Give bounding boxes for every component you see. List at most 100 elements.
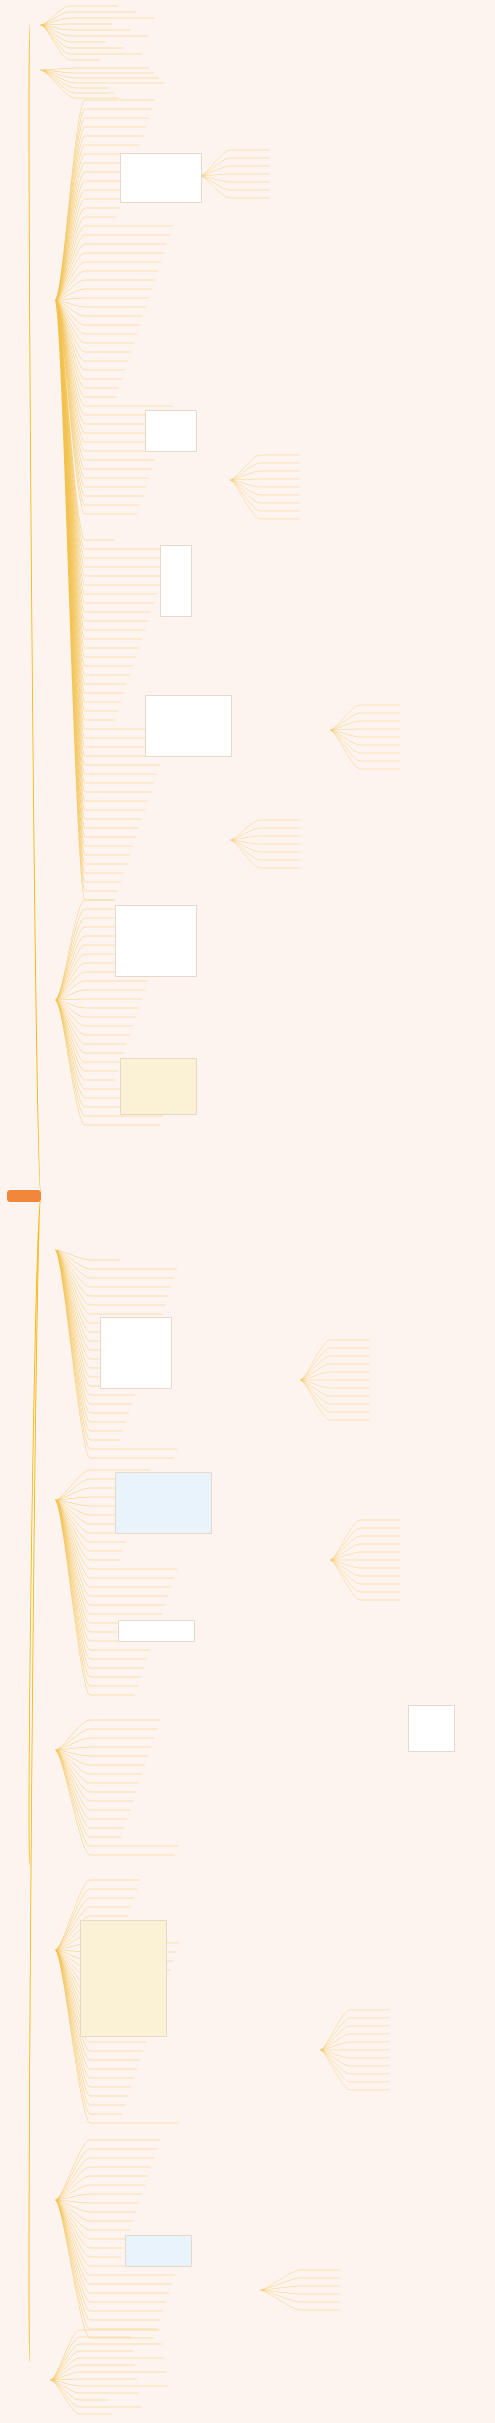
figure-vessel-structure bbox=[160, 545, 192, 617]
sub-branch-4-981 bbox=[54, 980, 86, 1001]
sub-branch-9-2194 bbox=[54, 2193, 91, 2201]
sub-branch-9-2149 bbox=[54, 2148, 91, 2201]
sub-branch-6-1479 bbox=[54, 1478, 91, 1501]
main-branch-3 bbox=[28, 1195, 42, 1866]
fan-branch-3-820 bbox=[229, 819, 261, 841]
fan-branch-4-1340 bbox=[299, 1339, 331, 1381]
main-branch-4 bbox=[28, 1195, 42, 2363]
fan-branch-0-182 bbox=[199, 175, 231, 183]
fan-branch-2-729 bbox=[329, 728, 361, 731]
sub-branch-10-2358 bbox=[49, 2357, 81, 2381]
sub-branch-7-1738 bbox=[54, 1737, 91, 1751]
fan-branch-7-2302 bbox=[259, 2289, 301, 2303]
sub-branch-2-307 bbox=[54, 299, 86, 308]
fan-branch-3-844 bbox=[229, 839, 261, 845]
fan-branch-2-769 bbox=[329, 729, 361, 770]
sub-branch-4-990 bbox=[54, 989, 86, 1001]
figure-molecular-structure bbox=[408, 1705, 455, 1752]
fan-branch-6-2026 bbox=[319, 2025, 351, 2051]
figure-cell-cycle bbox=[118, 1620, 195, 1642]
figure-cell-layers bbox=[145, 695, 232, 757]
sub-branch-9-2320 bbox=[54, 2199, 91, 2321]
sub-branch-2-181 bbox=[54, 180, 86, 301]
sub-branch-10-2372 bbox=[49, 2371, 81, 2381]
sub-branch-10-2414 bbox=[49, 2379, 81, 2415]
figure-muscle-fibers bbox=[100, 1317, 172, 1389]
fan-branch-1-487 bbox=[229, 479, 261, 488]
sub-branch-9-2338 bbox=[54, 2199, 91, 2339]
fan-branch-5-1536 bbox=[329, 1535, 361, 1561]
fan-branch-2-705 bbox=[329, 704, 361, 731]
fan-branch-5-1592 bbox=[329, 1559, 361, 1593]
sub-branch-1-98 bbox=[39, 69, 76, 99]
sub-branch-4-1125 bbox=[54, 999, 86, 1126]
fan-branch-6-2018 bbox=[319, 2017, 351, 2051]
fan-branch-2-721 bbox=[329, 720, 361, 731]
sub-branch-6-1632 bbox=[54, 1499, 91, 1633]
sub-branch-9-2185 bbox=[54, 2184, 91, 2201]
sub-branch-1-93 bbox=[39, 69, 76, 94]
sub-branch-10-2337 bbox=[49, 2336, 81, 2381]
fan-branch-5-1568 bbox=[329, 1559, 361, 1569]
sub-branch-5-1260 bbox=[54, 1249, 91, 1261]
sub-branch-2-172 bbox=[54, 171, 86, 301]
sub-branch-3-900 bbox=[54, 299, 86, 901]
sub-branch-4-927 bbox=[54, 926, 86, 1001]
fan-branch-7-2278 bbox=[259, 2277, 301, 2291]
sub-branch-0-54 bbox=[39, 24, 71, 55]
fan-branch-5-1520 bbox=[329, 1519, 361, 1561]
sub-branch-4-1008 bbox=[54, 999, 86, 1009]
figure-energy-diagram bbox=[145, 410, 197, 452]
fan-branch-1-479 bbox=[229, 478, 261, 481]
fan-branch-5-1528 bbox=[329, 1527, 361, 1561]
sub-branch-9-2176 bbox=[54, 2175, 91, 2201]
sub-branch-7-1837 bbox=[54, 1749, 91, 1838]
fan-branch-1-511 bbox=[229, 479, 261, 512]
sub-branch-0-48 bbox=[39, 24, 71, 49]
sub-branch-7-1756 bbox=[54, 1749, 91, 1757]
sub-branch-6-1470 bbox=[54, 1469, 91, 1501]
sub-branch-4-918 bbox=[54, 917, 86, 1001]
figure-protein-binding bbox=[115, 1472, 212, 1534]
fan-branch-6-2034 bbox=[319, 2033, 351, 2051]
fan-branch-2-713 bbox=[329, 712, 361, 731]
sub-branch-2-190 bbox=[54, 189, 86, 301]
sub-branch-9-2293 bbox=[54, 2199, 91, 2294]
sub-branch-2-280 bbox=[54, 279, 86, 301]
fan-branch-4-1420 bbox=[299, 1379, 331, 1421]
fan-branch-7-2286 bbox=[259, 2285, 301, 2291]
fan-branch-3-836 bbox=[229, 835, 261, 841]
sub-branch-2-289 bbox=[54, 288, 86, 301]
sub-branch-6-1488 bbox=[54, 1487, 91, 1501]
fan-branch-6-2042 bbox=[319, 2041, 351, 2051]
sub-branch-7-1819 bbox=[54, 1749, 91, 1820]
fan-branch-3-852 bbox=[229, 839, 261, 853]
sub-branch-4-1098 bbox=[54, 999, 86, 1099]
sub-branch-10-2344 bbox=[49, 2343, 81, 2381]
fan-branch-1-519 bbox=[229, 479, 261, 520]
fan-branch-3-868 bbox=[229, 839, 261, 869]
fan-branch-0-166 bbox=[199, 165, 231, 177]
fan-branch-3-828 bbox=[229, 827, 261, 841]
root-node[interactable] bbox=[7, 1190, 41, 1202]
sub-branch-2-154 bbox=[54, 153, 86, 301]
sub-branch-9-2158 bbox=[54, 2157, 91, 2201]
sub-branch-6-1695 bbox=[54, 1499, 91, 1696]
sub-branch-0-60 bbox=[39, 24, 71, 61]
sub-branch-2-217 bbox=[54, 216, 86, 301]
sub-branch-2-199 bbox=[54, 198, 86, 301]
sub-branch-7-1846 bbox=[54, 1749, 91, 1847]
fan-branch-1-455 bbox=[229, 454, 261, 481]
sub-branch-5-1458 bbox=[54, 1249, 91, 1459]
sub-branch-7-1729 bbox=[54, 1728, 91, 1751]
sub-branch-2-163 bbox=[54, 162, 86, 301]
sub-branch-8-2123 bbox=[54, 1949, 91, 2124]
fan-branch-4-1412 bbox=[299, 1379, 331, 1413]
fan-branch-7-2294 bbox=[259, 2289, 301, 2295]
sub-branch-6-1506 bbox=[54, 1499, 91, 1507]
figure-table-chart bbox=[120, 1058, 197, 1115]
sub-branch-0-6 bbox=[39, 5, 71, 26]
sub-branch-4-909 bbox=[54, 908, 86, 1001]
